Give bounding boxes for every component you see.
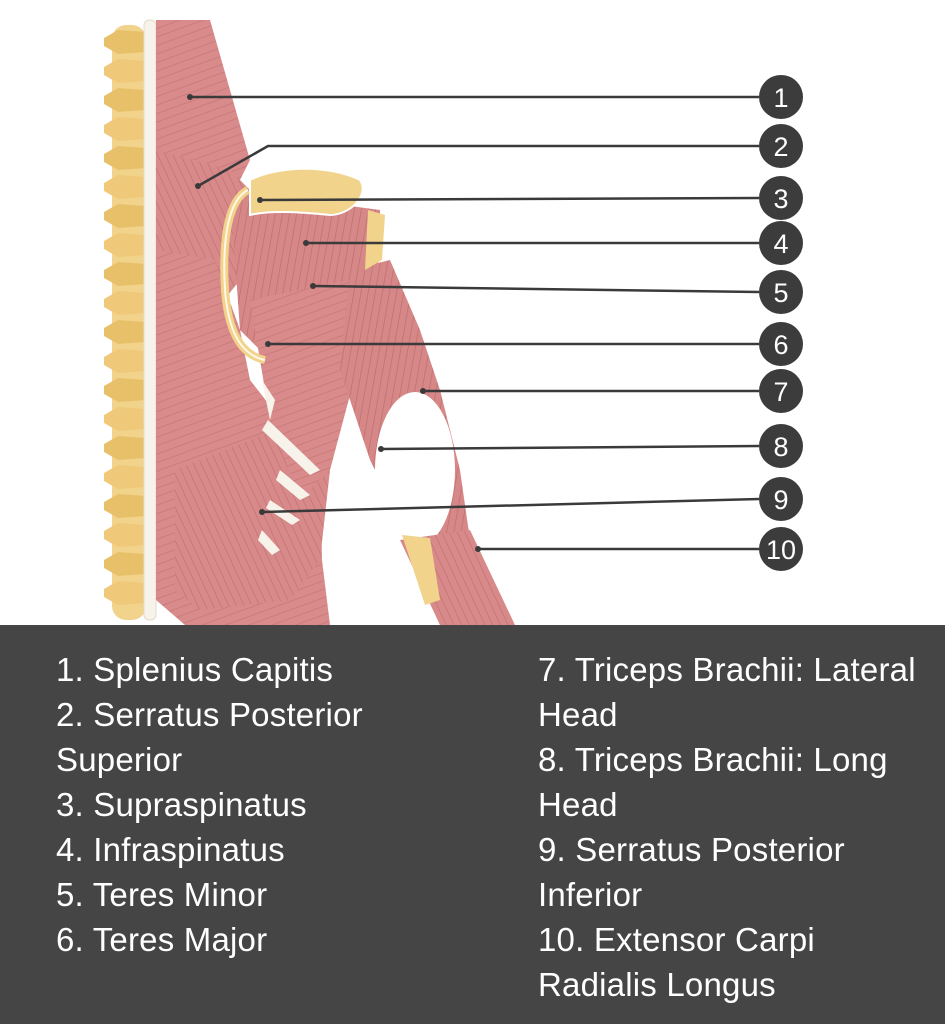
marker-circle [759, 221, 803, 265]
legend-column-right: 7. Triceps Brachii: Lateral Head 8. Tric… [538, 647, 938, 1007]
vertebral-column [104, 19, 157, 621]
marker-circle [759, 322, 803, 366]
vertebra [104, 552, 146, 576]
vertebra [104, 262, 146, 286]
marker-5: 5 [310, 270, 803, 314]
anatomy-diagram: 1 2 3 4 5 6 7 8 9 10 [104, 19, 803, 625]
vertebra [104, 320, 146, 344]
vertebra [104, 494, 146, 518]
leader-line [259, 196, 760, 202]
vertebra [104, 117, 146, 141]
legend-item-2: 2. Serratus Posterior Superior [56, 696, 363, 778]
marker-number: 9 [773, 485, 788, 515]
marker-circle [759, 477, 803, 521]
vertebra [104, 523, 146, 547]
marker-2: 2 [195, 124, 803, 189]
leader-anchor [475, 546, 481, 552]
leader-anchor [265, 341, 271, 347]
legend-column-left: 1. Splenius Capitis 2. Serratus Posterio… [56, 647, 486, 962]
vertebra [104, 59, 146, 83]
legend-item-4: 4. Infraspinatus [56, 831, 285, 868]
vertebra [104, 146, 146, 170]
vertebra [104, 233, 146, 257]
marker-number: 5 [773, 278, 788, 308]
marker-number: 10 [766, 535, 796, 565]
marker-circle [759, 176, 803, 220]
marker-8: 8 [378, 424, 803, 468]
leader-anchor [310, 283, 316, 289]
leader-line [261, 497, 760, 514]
leader-line [380, 444, 760, 451]
vertebra [104, 436, 146, 460]
legend-item-6: 6. Teres Major [56, 921, 268, 958]
leader-anchor [257, 197, 263, 203]
legend-item-3: 3. Supraspinatus [56, 786, 307, 823]
marker-number: 7 [773, 377, 788, 407]
marker-circle [759, 369, 803, 413]
vertebra [104, 88, 146, 112]
legend-item-7: 7. Triceps Brachii: Lateral Head [538, 651, 916, 733]
marker-1: 1 [187, 75, 803, 119]
leader-line [312, 284, 760, 294]
marker-circle [759, 424, 803, 468]
leader-line [197, 144, 759, 188]
legend-item-5: 5. Teres Minor [56, 876, 268, 913]
marker-10: 10 [475, 527, 803, 571]
leader-anchor [420, 388, 426, 394]
leader-anchor [195, 183, 201, 189]
vertebra [104, 349, 146, 373]
legend-item-1: 1. Splenius Capitis [56, 651, 334, 688]
vertebra [104, 175, 146, 199]
leader-anchor [303, 240, 309, 246]
marker-6: 6 [265, 322, 803, 366]
leader-anchor [259, 509, 265, 515]
marker-9: 9 [259, 477, 803, 521]
scapula [220, 167, 440, 605]
marker-4: 4 [303, 221, 803, 265]
marker-number: 1 [773, 83, 788, 113]
legend-item-9: 9. Serratus Posterior Inferior [538, 831, 845, 913]
marker-circle [759, 75, 803, 119]
legend-item-8: 8. Triceps Brachii: Long Head [538, 741, 888, 823]
marker-number: 6 [773, 330, 788, 360]
marker-number: 3 [773, 184, 788, 214]
leader-anchor [187, 94, 193, 100]
arm-gap [375, 392, 455, 548]
vertebra [104, 30, 146, 54]
marker-3: 3 [257, 176, 803, 220]
vertebra [104, 378, 146, 402]
marker-number: 4 [773, 229, 788, 259]
legend-item-10: 10. Extensor Carpi Radialis Longus [538, 921, 815, 1003]
marker-circle [759, 527, 803, 571]
label-markers: 1 2 3 4 5 6 7 8 9 10 [187, 75, 803, 571]
vertebra [104, 407, 146, 431]
vertebra [104, 581, 146, 605]
marker-number: 8 [773, 432, 788, 462]
vertebra [104, 291, 146, 315]
vertebra [104, 204, 146, 228]
marker-7: 7 [420, 369, 803, 413]
vertebra [104, 465, 146, 489]
marker-circle [759, 270, 803, 314]
leader-anchor [378, 446, 384, 452]
legend-panel: 1. Splenius Capitis 2. Serratus Posterio… [0, 625, 945, 1024]
marker-number: 2 [773, 132, 788, 162]
marker-circle [759, 124, 803, 168]
